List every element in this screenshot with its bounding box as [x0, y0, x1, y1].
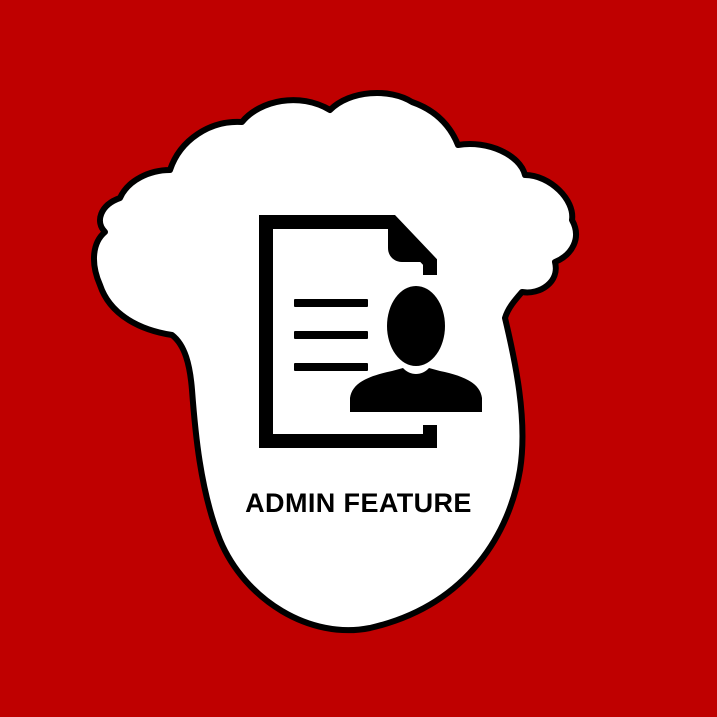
user-head [387, 286, 445, 366]
cloud-shape [91, 90, 579, 634]
document-line-1 [294, 299, 368, 307]
feature-caption: ADMIN FEATURE [245, 488, 472, 518]
user-document-icon [259, 215, 494, 448]
user-shoulders [350, 368, 482, 412]
document-line-3 [294, 363, 368, 371]
document-fold [388, 215, 437, 262]
document-line-2 [294, 331, 368, 339]
